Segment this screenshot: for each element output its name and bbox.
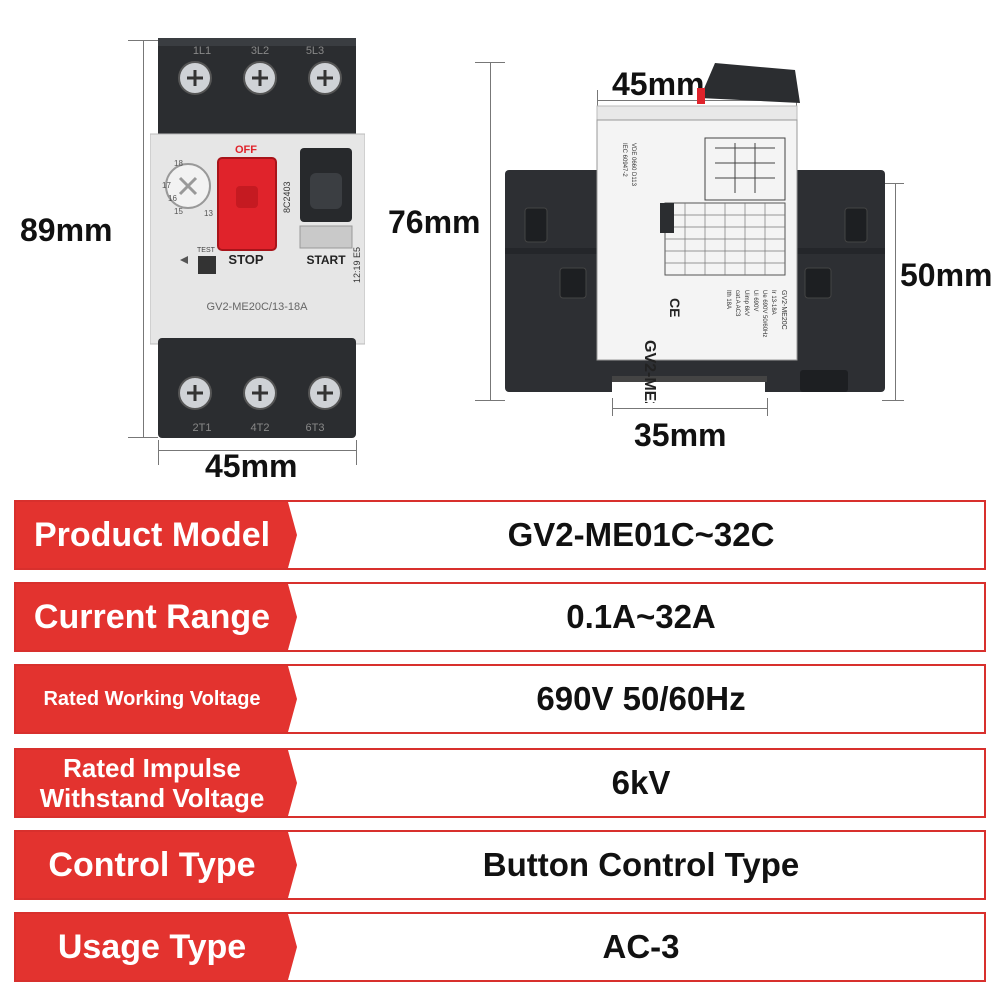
rocker-handle (700, 63, 800, 103)
spec-label: Usage Type (16, 914, 297, 980)
front-breaker-illustration: 1L1 3L2 5L3 18 17 16 15 13 TEST OFF STOP (150, 38, 365, 438)
spec-value: AC-3 (602, 928, 680, 965)
terminal-label-1l1: 1L1 (193, 45, 211, 57)
front-width-label: 45mm (205, 448, 298, 484)
svg-text:IEC 60947-2: IEC 60947-2 (621, 143, 627, 177)
arrow-icon (180, 256, 188, 264)
spec-row-usage-type: Usage Type AC-3 (14, 912, 986, 982)
svg-text:Ith 18A: Ith 18A (725, 290, 731, 309)
svg-text:cat.A AC3: cat.A AC3 (734, 290, 740, 317)
side-label-panel (596, 119, 798, 361)
terminal-label-3l2: 3L2 (251, 45, 269, 57)
off-label: OFF (235, 144, 257, 156)
side-height-line (490, 62, 491, 400)
side-rail-left-tick (612, 398, 613, 416)
side-right-height-line (895, 183, 896, 400)
wiring-diagram-icon (704, 137, 786, 201)
spec-label: Control Type (16, 832, 297, 898)
bottom-screws (178, 376, 342, 410)
spec-value: 6kV (611, 764, 671, 801)
side-top-width-label: 45mm (612, 66, 705, 102)
top-screws (178, 61, 342, 95)
front-model-text: GV2-ME20C/13-18A (207, 301, 309, 313)
svg-text:Uimp 6kV: Uimp 6kV (743, 290, 749, 316)
terminal-label-5l3: 5L3 (306, 45, 324, 57)
spec-row-control-type: Control Type Button Control Type (14, 830, 986, 900)
side-spec-lines: GV2-ME20C Ir 13-18A Ue 690V 50/60Hz Ui 6… (725, 290, 787, 337)
test-label: TEST (197, 247, 216, 254)
ce-mark-icon: CE (667, 298, 683, 317)
front-height-label: 89mm (20, 212, 113, 248)
side-right-height-label: 50mm (900, 257, 993, 293)
spec-row-product-model: Product Model GV2-ME01C~32C (14, 500, 986, 570)
side-rail-width-label: 35mm (634, 417, 727, 453)
front-width-left-tick (158, 440, 159, 465)
side-rail-right-tick (767, 398, 768, 416)
spec-value: GV2-ME01C~32C (507, 516, 775, 553)
spec-label: Rated Working Voltage (16, 666, 297, 732)
side-model-text: GV2-ME20C (641, 340, 658, 403)
side-code: 8C2403 (282, 181, 292, 213)
spec-value: 690V 50/60Hz (536, 680, 746, 717)
svg-text:Ue 690V 50/60Hz: Ue 690V 50/60Hz (761, 290, 767, 337)
dial-number: 15 (174, 207, 183, 216)
svg-text:Ir 13-18A: Ir 13-18A (770, 290, 776, 315)
spec-label: Current Range (16, 584, 297, 650)
svg-text:Ui 690V: Ui 690V (752, 290, 758, 311)
side-standard-lines: VDE 0660 D113 IEC 60947-2 (621, 143, 636, 187)
spec-label: Rated Impulse Withstand Voltage (16, 750, 297, 816)
spec-row-rated-impulse-voltage: Rated Impulse Withstand Voltage 6kV (14, 748, 986, 818)
spec-row-current-range: Current Range 0.1A~32A (14, 582, 986, 652)
dial-number: 17 (162, 181, 171, 190)
dial-number: 13 (204, 209, 213, 218)
date-code: 12:19 E5 (352, 247, 362, 283)
spec-label: Product Model (16, 502, 297, 568)
start-label: START (306, 253, 346, 267)
side-right-top-tick (882, 183, 904, 184)
front-height-bottom-tick (128, 437, 158, 438)
spec-row-rated-working-voltage: Rated Working Voltage 690V 50/60Hz (14, 664, 986, 734)
front-width-right-tick (356, 440, 357, 465)
terminal-label-4t2: 4T2 (251, 422, 270, 434)
svg-text:GV2-ME20C: GV2-ME20C (780, 290, 787, 330)
terminal-label-2t1: 2T1 (193, 422, 212, 434)
stop-label: STOP (228, 252, 263, 267)
test-button[interactable] (198, 256, 216, 274)
side-height-bottom-tick (475, 400, 505, 401)
dial-number: 18 (174, 159, 183, 168)
terminal-label-6t3: 6T3 (306, 422, 325, 434)
svg-text:VDE 0660 D113: VDE 0660 D113 (630, 143, 636, 187)
side-top-width-line (597, 100, 796, 101)
front-height-line (143, 40, 144, 437)
side-height-label: 76mm (388, 204, 481, 240)
spec-value: Button Control Type (482, 846, 800, 883)
side-right-bottom-tick (882, 400, 904, 401)
front-width-line (158, 450, 356, 451)
side-breaker-illustration: GV2-ME20C CE GV2-ME20C Ir 13-18A Ue 690V… (505, 63, 885, 403)
dial-number: 16 (168, 194, 177, 203)
side-rail-width-line (612, 408, 767, 409)
spec-value: 0.1A~32A (566, 598, 716, 635)
